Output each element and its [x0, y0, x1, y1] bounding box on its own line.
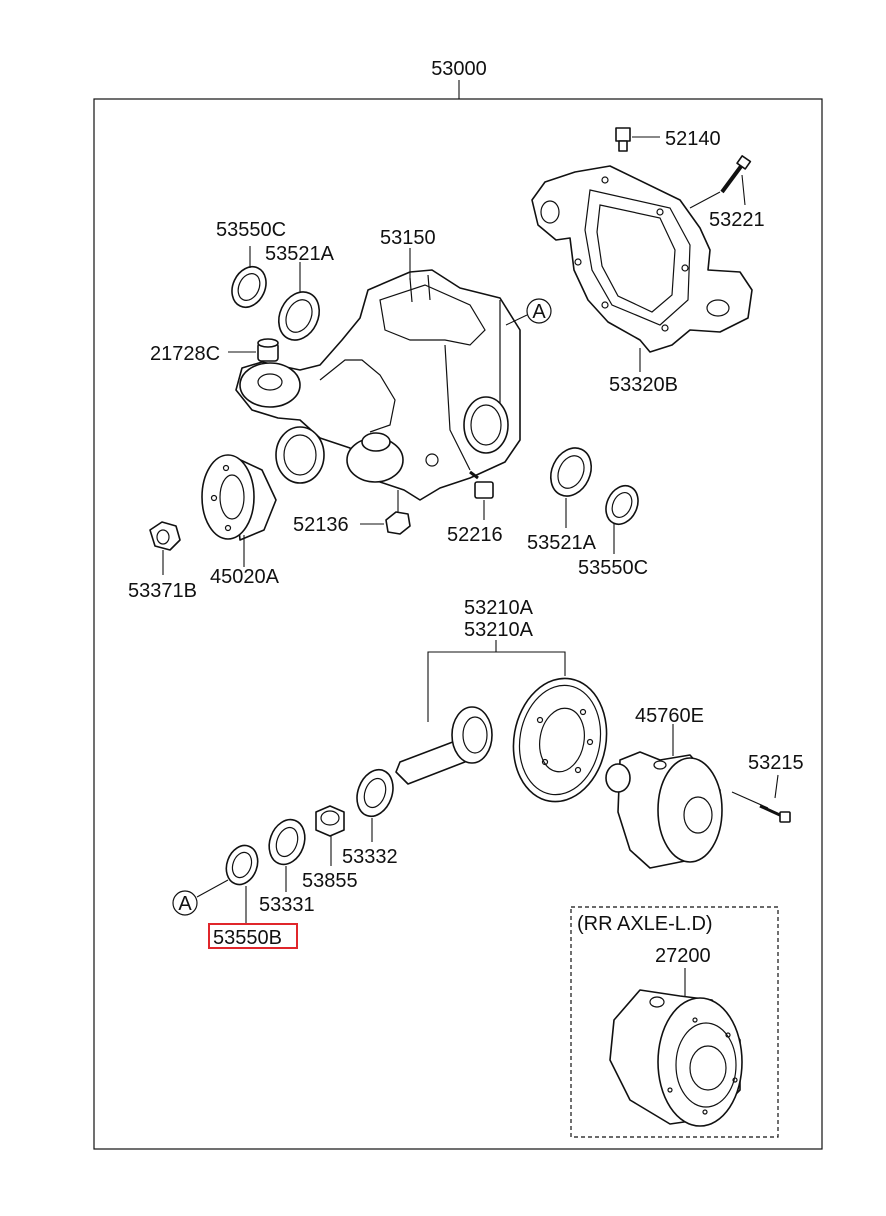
- seal-53550B-drawing: [225, 844, 259, 886]
- callout-a-bottom: [172, 890, 198, 916]
- part-label-53320B: 53320B: [609, 374, 678, 396]
- bolt-52140-drawing: [615, 127, 631, 152]
- bearing-53521A-top-drawing: [277, 291, 321, 341]
- callout-a-bottom-letter: A: [178, 893, 192, 915]
- part-label-53550B[interactable]: 53550B: [213, 927, 282, 949]
- highlight-box-53550B: [208, 923, 298, 949]
- assembly-frame: [93, 98, 823, 1150]
- lsd-unit-27200-drawing: [609, 989, 743, 1127]
- part-label-52140: 52140: [665, 128, 721, 150]
- part-label-52216: 52216: [447, 524, 503, 546]
- callout-a-top: [526, 298, 552, 324]
- bearing-53332-drawing: [356, 768, 394, 818]
- flange-45020A-drawing: [201, 454, 277, 541]
- part-label-53521A-bottom: 53521A: [527, 532, 597, 554]
- part-label-53855: 53855: [302, 870, 358, 892]
- bearing-53521A-bottom-drawing: [549, 447, 593, 497]
- part-label-45760E: 45760E: [635, 705, 704, 727]
- inset-title: (RR AXLE-L.D): [577, 913, 713, 935]
- part-label-53550C-top: 53550C: [216, 219, 286, 241]
- part-label-52136: 52136: [293, 514, 349, 536]
- bolt-53215-drawing: [759, 804, 791, 823]
- bolt-52216-drawing: [469, 470, 494, 499]
- seal-53550C-top-drawing: [231, 266, 267, 308]
- part-label-53221: 53221: [709, 209, 765, 231]
- rear-cover-drawing: [531, 165, 753, 353]
- diff-carrier-drawing: [235, 269, 521, 501]
- part-label-53210A-1: 53210A: [464, 597, 534, 619]
- part-label-53215: 53215: [748, 752, 804, 774]
- bolt-53221-drawing: [720, 155, 752, 194]
- part-label-45020A: 45020A: [210, 566, 280, 588]
- part-label-53210A-2: 53210A: [464, 619, 534, 641]
- ring-gear-drawing: [512, 677, 608, 803]
- diff-case-45760E-drawing: [605, 751, 723, 869]
- part-label-53371B: 53371B: [128, 580, 197, 602]
- part-label-53521A-top: 53521A: [265, 243, 335, 265]
- nut-53371B-drawing: [149, 521, 181, 551]
- inset-frame: [570, 906, 779, 1138]
- part-label-53550C-bottom: 53550C: [578, 557, 648, 579]
- assembly-number-label: 53000: [431, 58, 487, 80]
- pinion-gear-drawing: [395, 706, 493, 785]
- part-label-53331: 53331: [259, 894, 315, 916]
- part-label-21728C: 21728C: [150, 343, 220, 365]
- part-label-53150: 53150: [380, 227, 436, 249]
- part-label-53332: 53332: [342, 846, 398, 868]
- plug-21728C-drawing: [257, 338, 279, 362]
- callout-a-top-letter: A: [532, 301, 546, 323]
- spacer-53855-drawing: [315, 805, 345, 837]
- bearing-53331-drawing: [268, 818, 306, 866]
- plug-52136-drawing: [385, 511, 411, 535]
- part-label-27200: 27200: [655, 945, 711, 967]
- seal-53550C-bottom-drawing: [605, 484, 639, 526]
